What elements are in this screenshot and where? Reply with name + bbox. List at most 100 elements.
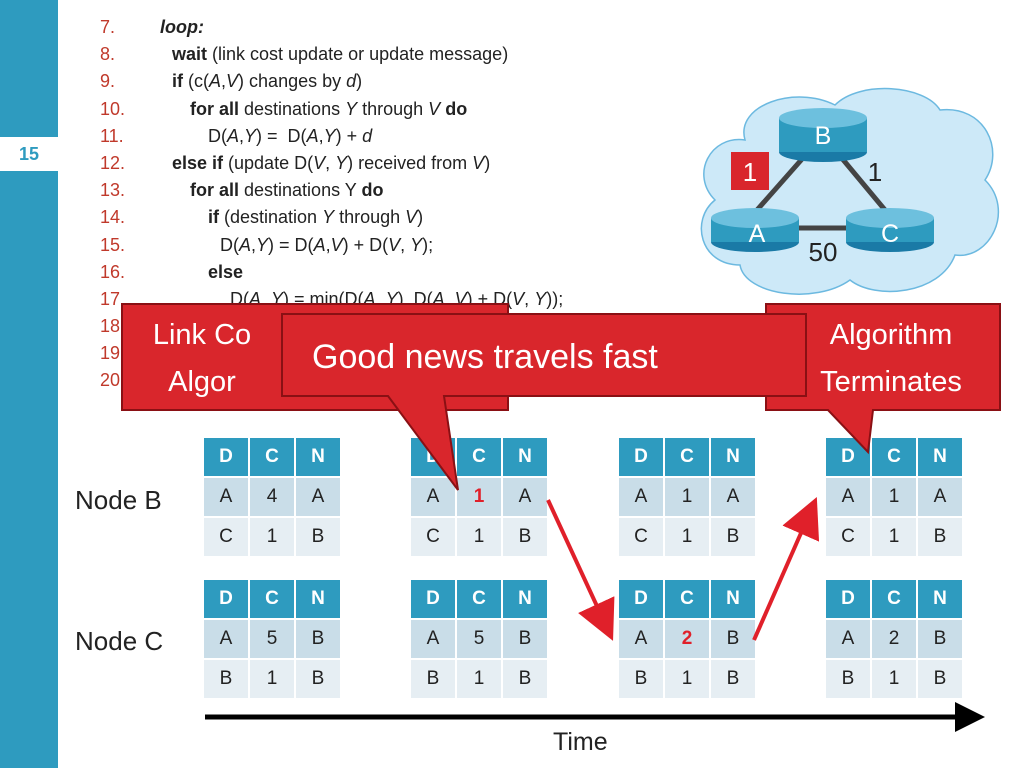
- table-header-cell: D: [826, 580, 870, 618]
- code-line-text: loop:: [160, 17, 204, 37]
- table-header-cell: C: [250, 438, 294, 476]
- code-line: 11.D(A,Y) = D(A,Y) + d: [90, 123, 730, 150]
- table-cell: A: [204, 478, 248, 516]
- code-line-number: 15.: [100, 234, 126, 255]
- node-c-label-row: Node C: [75, 626, 164, 656]
- table-cell: B: [296, 518, 340, 556]
- table-cell: 1: [250, 518, 294, 556]
- code-line-number: 11.: [100, 125, 124, 146]
- callout-right-line2: Terminates: [820, 366, 962, 398]
- table-cell: A: [411, 478, 455, 516]
- table-cell: B: [826, 660, 870, 698]
- table-header-cell: N: [918, 438, 962, 476]
- table-cell: 1: [457, 660, 501, 698]
- table-cell: 1: [665, 660, 709, 698]
- code-line-number: 10.: [100, 98, 126, 119]
- sidebar-bar: [0, 0, 58, 768]
- code-line-number: 8.: [100, 44, 116, 65]
- code-line-number: 13.: [100, 180, 126, 201]
- table-cell: C: [826, 518, 870, 556]
- slide-number: 15: [0, 137, 58, 171]
- table-cell: 1: [872, 518, 916, 556]
- table-cell: 1: [665, 478, 709, 516]
- table-cell: B: [918, 620, 962, 658]
- table-cell: A: [826, 478, 870, 516]
- table-header-cell: N: [918, 580, 962, 618]
- table-header-cell: N: [503, 580, 547, 618]
- node-a: A: [711, 208, 799, 252]
- code-line-number: 18.: [100, 316, 126, 337]
- table-cell: B: [711, 518, 755, 556]
- code-line-text: for all destinations Y do: [190, 180, 384, 201]
- code-line: 19.: [90, 340, 730, 367]
- table-header-cell: D: [204, 580, 248, 618]
- code-line: 14.if (destination Y through V): [90, 204, 730, 231]
- pseudocode: 7.loop:8.wait (link cost update or updat…: [90, 14, 730, 395]
- table-header-cell: C: [665, 438, 709, 476]
- code-line-number: 17.: [100, 288, 126, 309]
- table-header-cell: C: [665, 580, 709, 618]
- table-cell: 1: [457, 478, 501, 516]
- code-line-number: 12.: [100, 152, 126, 173]
- table-cell: A: [826, 620, 870, 658]
- table-cell: B: [296, 620, 340, 658]
- code-line: 16.else: [90, 259, 730, 286]
- node-b: B: [779, 108, 867, 162]
- table-cell: A: [204, 620, 248, 658]
- table-cell: A: [711, 478, 755, 516]
- table-cell: C: [619, 518, 663, 556]
- code-line-text: else if (update D(V, Y) received from V): [172, 152, 491, 173]
- table-cell: 1: [665, 518, 709, 556]
- table-cell: 5: [250, 620, 294, 658]
- table-cell: A: [619, 620, 663, 658]
- table-cell: A: [918, 478, 962, 516]
- code-line: 8.wait (link cost update or update messa…: [90, 41, 730, 68]
- table-header-cell: D: [619, 438, 663, 476]
- table-cell: 2: [872, 620, 916, 658]
- table-cell: 1: [250, 660, 294, 698]
- table-cell: B: [711, 620, 755, 658]
- code-line: 15.D(A,Y) = D(A,V) + D(V, Y);: [90, 232, 730, 259]
- table-cell: B: [411, 660, 455, 698]
- code-line: 7.loop:: [90, 14, 730, 41]
- table-header-cell: C: [457, 580, 501, 618]
- callout-main-text: Good news travels fast: [312, 338, 658, 376]
- node-b-label: B: [815, 122, 832, 150]
- table-header-cell: C: [872, 438, 916, 476]
- code-line-number: 19.: [100, 343, 126, 364]
- cost-b-a-box: [731, 152, 769, 190]
- table-header-cell: C: [457, 438, 501, 476]
- code-line: 20.: [90, 367, 730, 394]
- table-header-cell: D: [619, 580, 663, 618]
- table-cell: 1: [872, 660, 916, 698]
- table-cell: 1: [872, 478, 916, 516]
- table-cell: B: [619, 660, 663, 698]
- table-cell: B: [296, 660, 340, 698]
- callout-main: [281, 313, 807, 491]
- table-cell: 2: [665, 620, 709, 658]
- cost-b-a: 1: [743, 157, 757, 187]
- table-cell: B: [503, 518, 547, 556]
